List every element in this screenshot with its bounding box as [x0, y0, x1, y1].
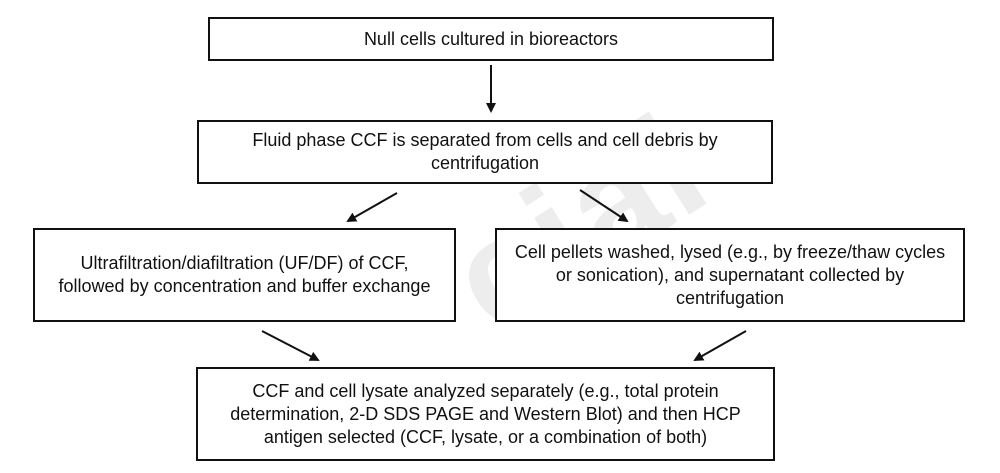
step-null-cells-text: Null cells cultured in bioreactors	[363, 28, 619, 49]
arrow-separation-to-cell-pellets	[579, 189, 629, 223]
step-analysis-text: CCF and cell lysate analyzed separately …	[230, 380, 741, 447]
arrow-separation-to-ufdf	[346, 192, 398, 222]
step-separation-text: Fluid phase CCF is separated from cells …	[252, 130, 718, 173]
step-analysis-box: CCF and cell lysate analyzed separately …	[196, 367, 775, 461]
step-cell-pellets-box: Cell pellets washed, lysed (e.g., by fre…	[495, 228, 965, 322]
step-cell-pellets-text: Cell pellets washed, lysed (e.g., by fre…	[514, 241, 946, 308]
arrow-ufdf-to-analysis	[261, 330, 320, 361]
step-ufdf-box: Ultrafiltration/diafiltration (UF/DF) of…	[33, 228, 456, 322]
arrow-cell-pellets-to-analysis	[693, 330, 747, 361]
step-ufdf-text: Ultrafiltration/diafiltration (UF/DF) of…	[58, 253, 431, 296]
step-separation-box: Fluid phase CCF is separated from cells …	[197, 120, 773, 184]
step-null-cells-box: Null cells cultured in bioreactors	[208, 17, 774, 61]
